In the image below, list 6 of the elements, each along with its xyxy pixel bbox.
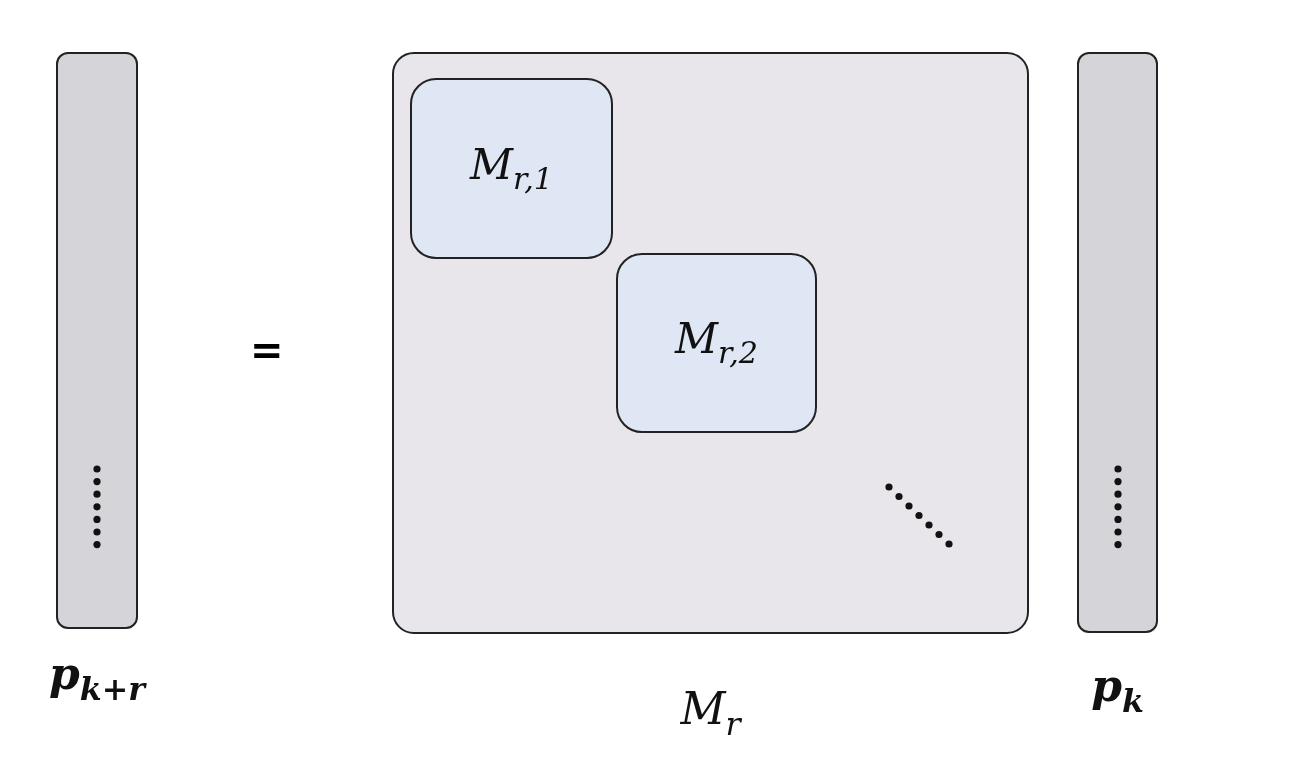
block-label: M$_{r,1}$ (470, 143, 553, 194)
vector-label: p$_{k+r}$ (49, 652, 145, 705)
equals-sign: = (250, 330, 284, 370)
matrix-label: M$_{r}$ (680, 687, 741, 741)
vector-label: p$_{k}$ (1091, 664, 1144, 717)
block-label: M$_{r,2}$ (675, 317, 758, 369)
